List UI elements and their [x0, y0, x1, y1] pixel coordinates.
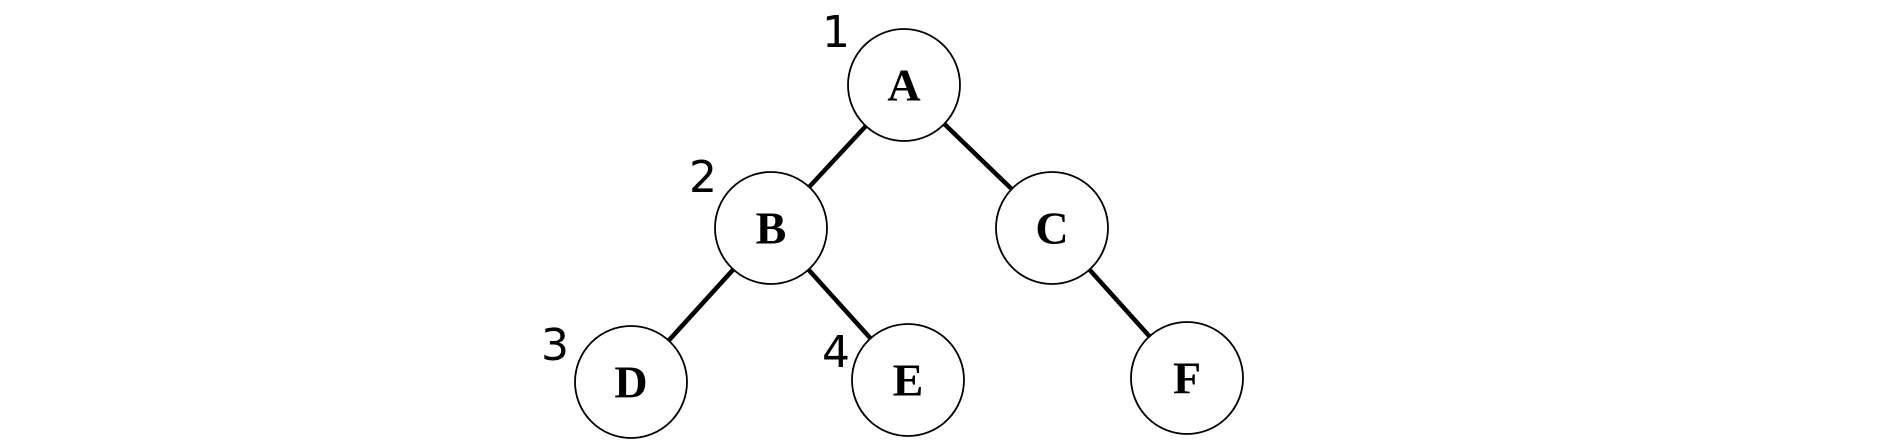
node-A-label: A: [887, 60, 920, 111]
node-A-circle: [847, 28, 961, 142]
node-C-label: C: [1035, 203, 1068, 254]
node-E-label: E: [893, 355, 924, 406]
node-F-label: F: [1173, 353, 1201, 404]
node-B-label: B: [756, 203, 787, 254]
node-D-label: D: [614, 357, 647, 408]
visit-order-1-label: 1: [822, 7, 850, 58]
node-B-circle: [714, 171, 828, 285]
edge-B-D: [667, 267, 735, 343]
visit-order-4-label: 4: [822, 327, 850, 378]
visit-order-3-label: 3: [541, 320, 569, 371]
edge-B-E: [806, 268, 873, 340]
edge-A-C: [942, 122, 1014, 191]
edge-C-F: [1087, 268, 1152, 338]
node-D-circle: [574, 325, 688, 439]
node-F-circle: [1130, 321, 1244, 435]
visit-order-2-label: 2: [689, 152, 717, 203]
node-E-circle: [851, 323, 965, 437]
edge-A-B: [807, 124, 868, 189]
node-C-circle: [995, 171, 1109, 285]
